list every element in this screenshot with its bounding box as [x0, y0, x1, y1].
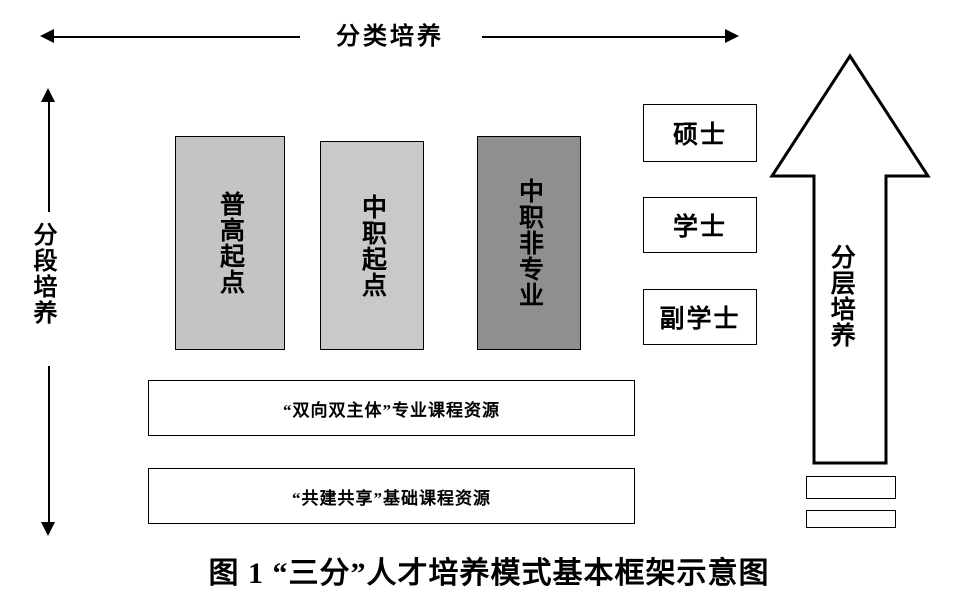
resource-label-0: “双向双主体”专业课程资源 [283, 400, 500, 420]
right-arrow-label: 分层培养 [827, 244, 855, 348]
figure-caption: 图 1 “三分”人才培养模式基本框架示意图 [208, 557, 770, 590]
pillar-label-0: 普高起点 [216, 191, 244, 295]
pillar-box-0: 普高起点 [175, 136, 285, 350]
arrow-down-icon [41, 522, 55, 536]
arrow-base-stub-0 [806, 476, 896, 499]
degree-label-1: 学士 [672, 214, 727, 241]
pillar-box-1: 中职起点 [320, 141, 424, 350]
arrow-base-stub-1 [806, 510, 896, 528]
pillar-label-1: 中职起点 [358, 193, 386, 298]
pillar-label-2: 中职非专业 [515, 178, 543, 308]
resource-bar-1: “共建共享”基础课程资源 [148, 468, 635, 524]
big-up-arrow-icon [769, 53, 931, 465]
left-axis-label: 分段培养 [29, 222, 55, 326]
left-axis-line-top [48, 100, 50, 212]
left-axis-line-bottom [48, 366, 50, 524]
pillar-box-2: 中职非专业 [477, 136, 581, 350]
degree-box-1: 学士 [643, 197, 757, 253]
resource-bar-0: “双向双主体”专业课程资源 [148, 380, 635, 436]
degree-label-0: 硕士 [672, 122, 727, 149]
degree-label-2: 副学士 [659, 306, 741, 333]
resource-label-1: “共建共享”基础课程资源 [292, 488, 491, 508]
degree-box-2: 副学士 [643, 289, 757, 345]
degree-box-0: 硕士 [643, 104, 757, 162]
arrow-up-icon [41, 88, 55, 102]
top-axis-line-left [52, 36, 300, 38]
arrow-right-icon [725, 29, 739, 43]
top-axis-line-right [482, 36, 727, 38]
top-axis-label: 分类培养 [336, 24, 444, 50]
arrow-left-icon [40, 29, 54, 43]
